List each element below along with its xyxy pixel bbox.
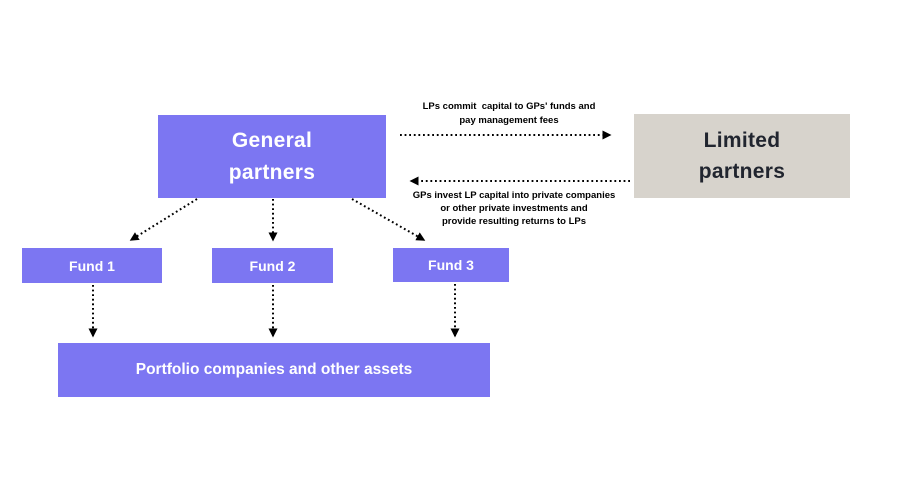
node-general-partners: General partners	[158, 115, 386, 198]
portfolio-label: Portfolio companies and other assets	[135, 361, 413, 379]
limited-partners-label: Limited partners	[698, 128, 786, 184]
node-fund-3: Fund 3	[393, 248, 509, 282]
edge-label-gp-invest-capital: GPs invest LP capital into private compa…	[412, 190, 616, 227]
fund-3-label: Fund 3	[428, 257, 474, 273]
general-partners-label: General partners	[228, 129, 316, 184]
edge-label-lp-commit-capital: LPs commit capital to GPs' funds and pay…	[422, 101, 596, 126]
node-limited-partners: Limited partners	[634, 114, 850, 198]
fund-2-label: Fund 2	[249, 257, 296, 274]
fund-1-label: Fund 1	[69, 257, 115, 274]
arrow-gp-to-fund1	[129, 198, 198, 241]
node-fund-2: Fund 2	[212, 248, 333, 283]
node-fund-1: Fund 1	[22, 248, 162, 283]
node-portfolio-companies: Portfolio companies and other assets	[58, 343, 490, 397]
